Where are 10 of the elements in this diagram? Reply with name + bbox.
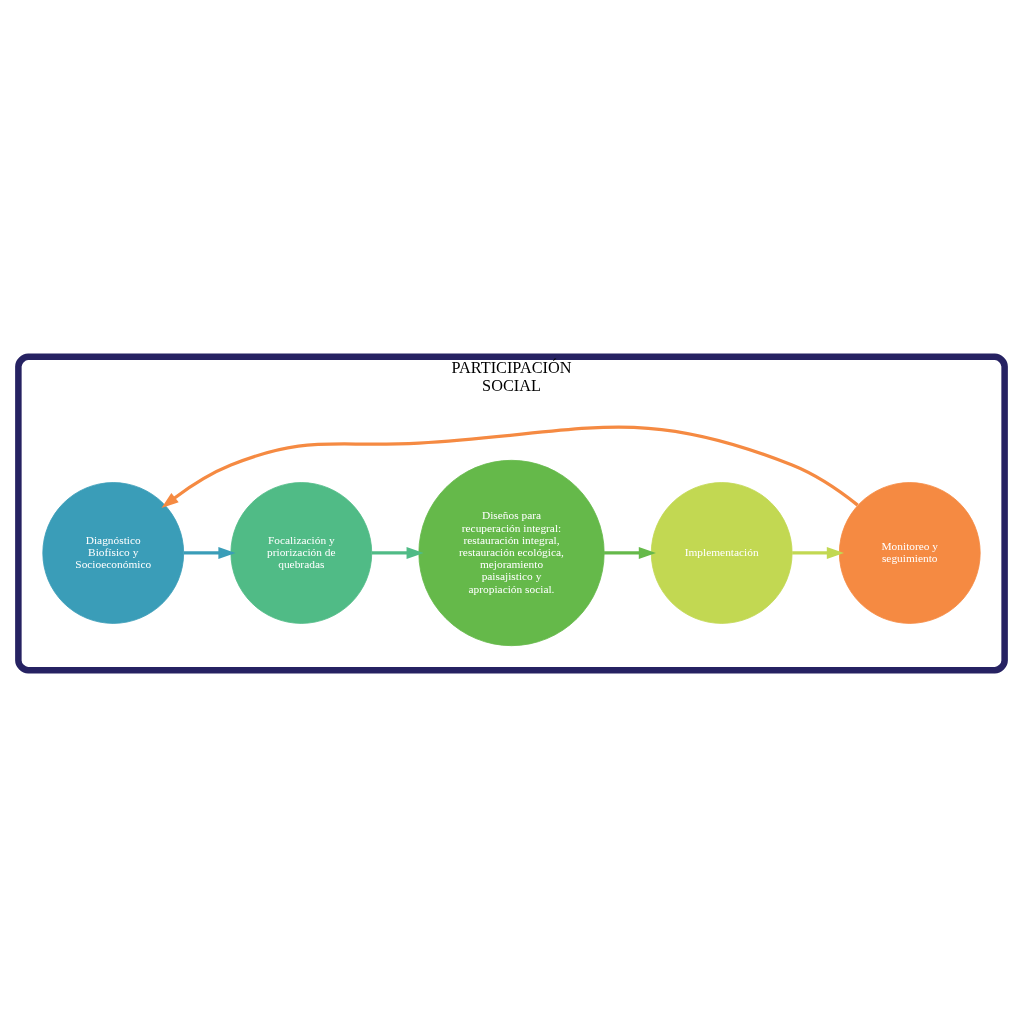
node-circle: Diseños para recuperación integral: restauración integral, restauración ecológica, mejoramiento paisajistico y apropiación social. (418, 459, 605, 647)
arrow (371, 547, 424, 559)
arrow (161, 425, 859, 509)
arrow (183, 547, 236, 559)
arrow (604, 547, 656, 559)
node-circle: Diagnóstico Biofísico y Socioeconómico (42, 482, 185, 624)
node-circle: Monitoreo y seguimiento (838, 482, 981, 624)
node-circle: Focalización y priorización de quebradas (230, 482, 373, 624)
arrow (792, 547, 844, 559)
node-circle: Implementación (650, 482, 793, 624)
